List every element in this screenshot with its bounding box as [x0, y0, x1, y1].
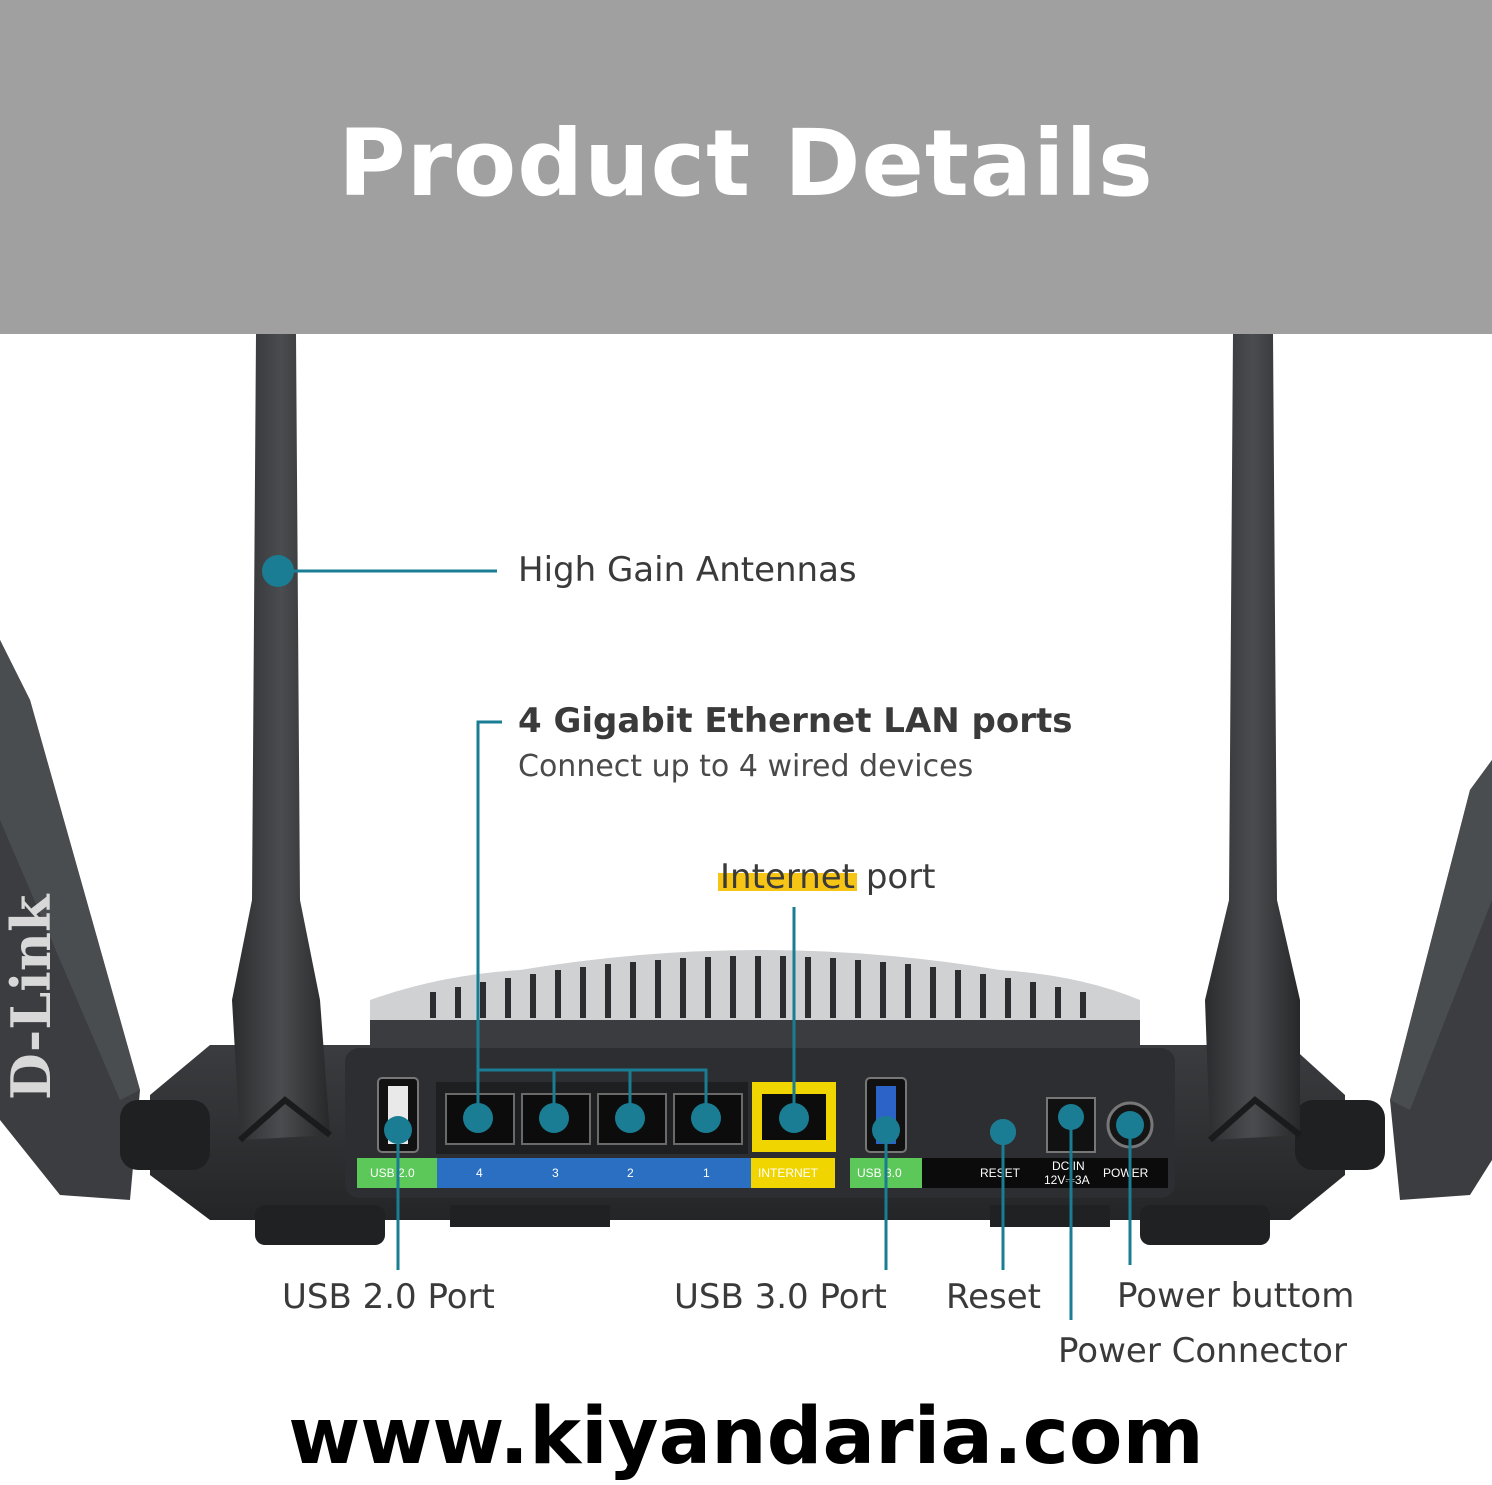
panel-label-usb3: USB 3.0 — [857, 1166, 902, 1180]
callout-power-connector: Power Connector — [1058, 1331, 1347, 1371]
panel-label-lan4: 4 — [476, 1166, 483, 1180]
callout-usb2: USB 2.0 Port — [282, 1277, 495, 1317]
callout-lan-title: 4 Gigabit Ethernet LAN ports — [518, 701, 1073, 741]
callout-lan-subtitle: Connect up to 4 wired devices — [518, 749, 974, 784]
website-url: www.kiyandaria.com — [288, 1392, 1204, 1482]
panel-label-lan2: 2 — [627, 1166, 634, 1180]
panel-label-usb2: USB 2.0 — [370, 1166, 415, 1180]
page-title: Product Details — [338, 110, 1154, 217]
internet-highlight: Internet — [720, 857, 856, 897]
panel-label-internet: INTERNET — [758, 1166, 819, 1180]
vent-slots — [430, 956, 1086, 1018]
callout-lines — [278, 569, 1132, 1320]
left-side-antenna: D-Link — [0, 640, 140, 1200]
panel-label-dcin: DC IN — [1052, 1159, 1085, 1173]
internet-rest: port — [855, 857, 936, 897]
lan-ports — [445, 1093, 743, 1145]
rear-antennas — [232, 334, 1302, 1143]
callout-antennas: High Gain Antennas — [518, 550, 857, 590]
header-banner: Product Details — [0, 0, 1492, 334]
callout-dots — [262, 555, 1144, 1145]
brand-logo-left: D-Link — [0, 893, 63, 1100]
callout-reset: Reset — [946, 1277, 1041, 1317]
panel-label-lan3: 3 — [552, 1166, 559, 1180]
right-side-antenna — [1390, 760, 1492, 1200]
callout-usb3: USB 3.0 Port — [674, 1277, 887, 1317]
panel-label-lan1: 1 — [703, 1166, 710, 1180]
panel-label-power: POWER — [1103, 1166, 1149, 1180]
callout-power-button: Power buttom — [1117, 1276, 1355, 1316]
callout-internet: Internet port — [720, 860, 1492, 894]
panel-label-dcin-rating: 12V⎓3A — [1044, 1173, 1090, 1187]
panel-label-reset: RESET — [980, 1166, 1021, 1180]
